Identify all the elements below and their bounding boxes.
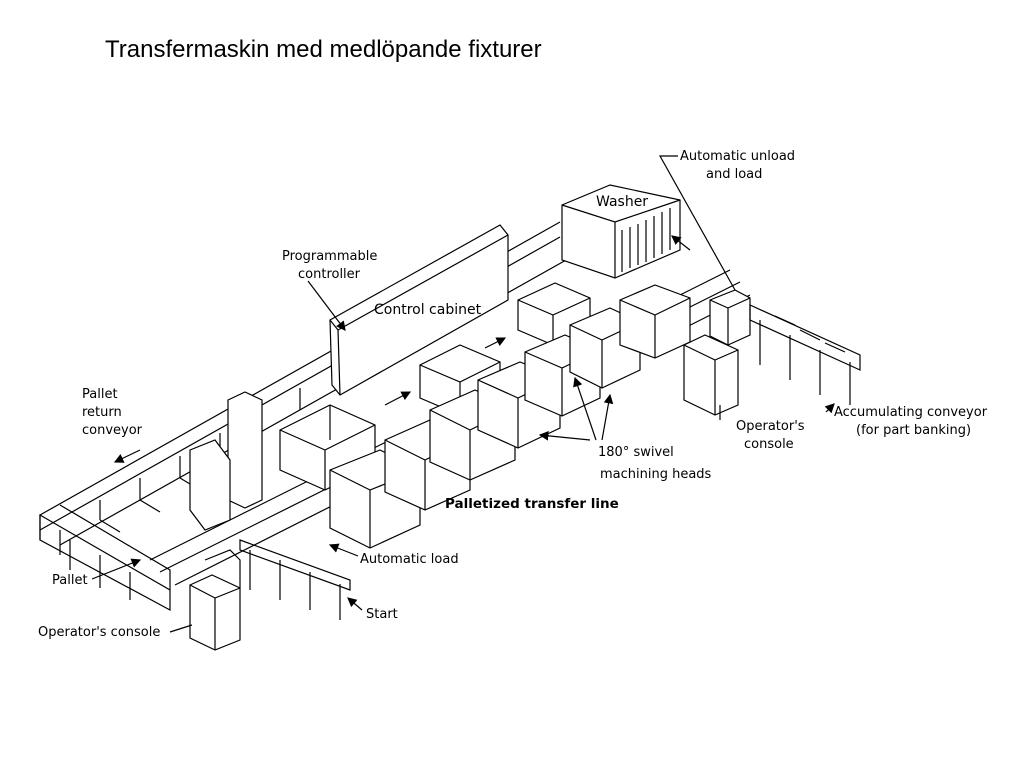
load-gantry xyxy=(189,391,263,531)
label-automatic-load: Automatic load xyxy=(360,552,459,567)
machining-stations-front xyxy=(329,284,691,549)
label-palletized-transfer-line: Palletized transfer line xyxy=(445,496,619,512)
slide-title: Transfermaskin med medlöpande fixturer xyxy=(105,36,542,63)
operator-console-right-drawing xyxy=(683,334,739,416)
operator-console-left-drawing xyxy=(189,549,241,651)
label-swivel-heads-1: 180° swivel xyxy=(598,445,674,460)
label-automatic-unload: Automatic unload xyxy=(680,149,795,164)
label-operator-console-right-2: console xyxy=(744,437,794,452)
label-control-cabinet: Control cabinet xyxy=(374,302,482,318)
leader-lines xyxy=(91,155,835,633)
label-controller: controller xyxy=(298,267,361,282)
label-and-load: and load xyxy=(706,167,762,182)
label-pallet-return-3: conveyor xyxy=(82,423,143,438)
label-operator-console-left: Operator's console xyxy=(38,625,160,640)
label-pallet-return-1: Pallet xyxy=(82,387,118,402)
accumulating-conveyor xyxy=(749,304,861,405)
label-part-banking: (for part banking) xyxy=(856,423,971,438)
label-pallet: Pallet xyxy=(52,573,88,588)
label-start: Start xyxy=(366,607,398,622)
machine-drawing xyxy=(39,155,861,651)
washer xyxy=(561,184,681,279)
control-cabinet xyxy=(329,224,509,396)
start-conveyor xyxy=(239,539,351,620)
front-conveyor-frame xyxy=(39,504,171,612)
label-washer: Washer xyxy=(596,194,648,210)
label-programmable: Programmable xyxy=(282,249,377,264)
label-operator-console-right-1: Operator's xyxy=(736,419,805,434)
label-accumulating-conveyor: Accumulating conveyor xyxy=(834,405,988,420)
label-pallet-return-2: return xyxy=(82,405,122,420)
flow-arrows[interactable] xyxy=(113,235,691,463)
automatic-unload-station xyxy=(709,289,751,346)
label-swivel-heads-2: machining heads xyxy=(600,467,712,482)
